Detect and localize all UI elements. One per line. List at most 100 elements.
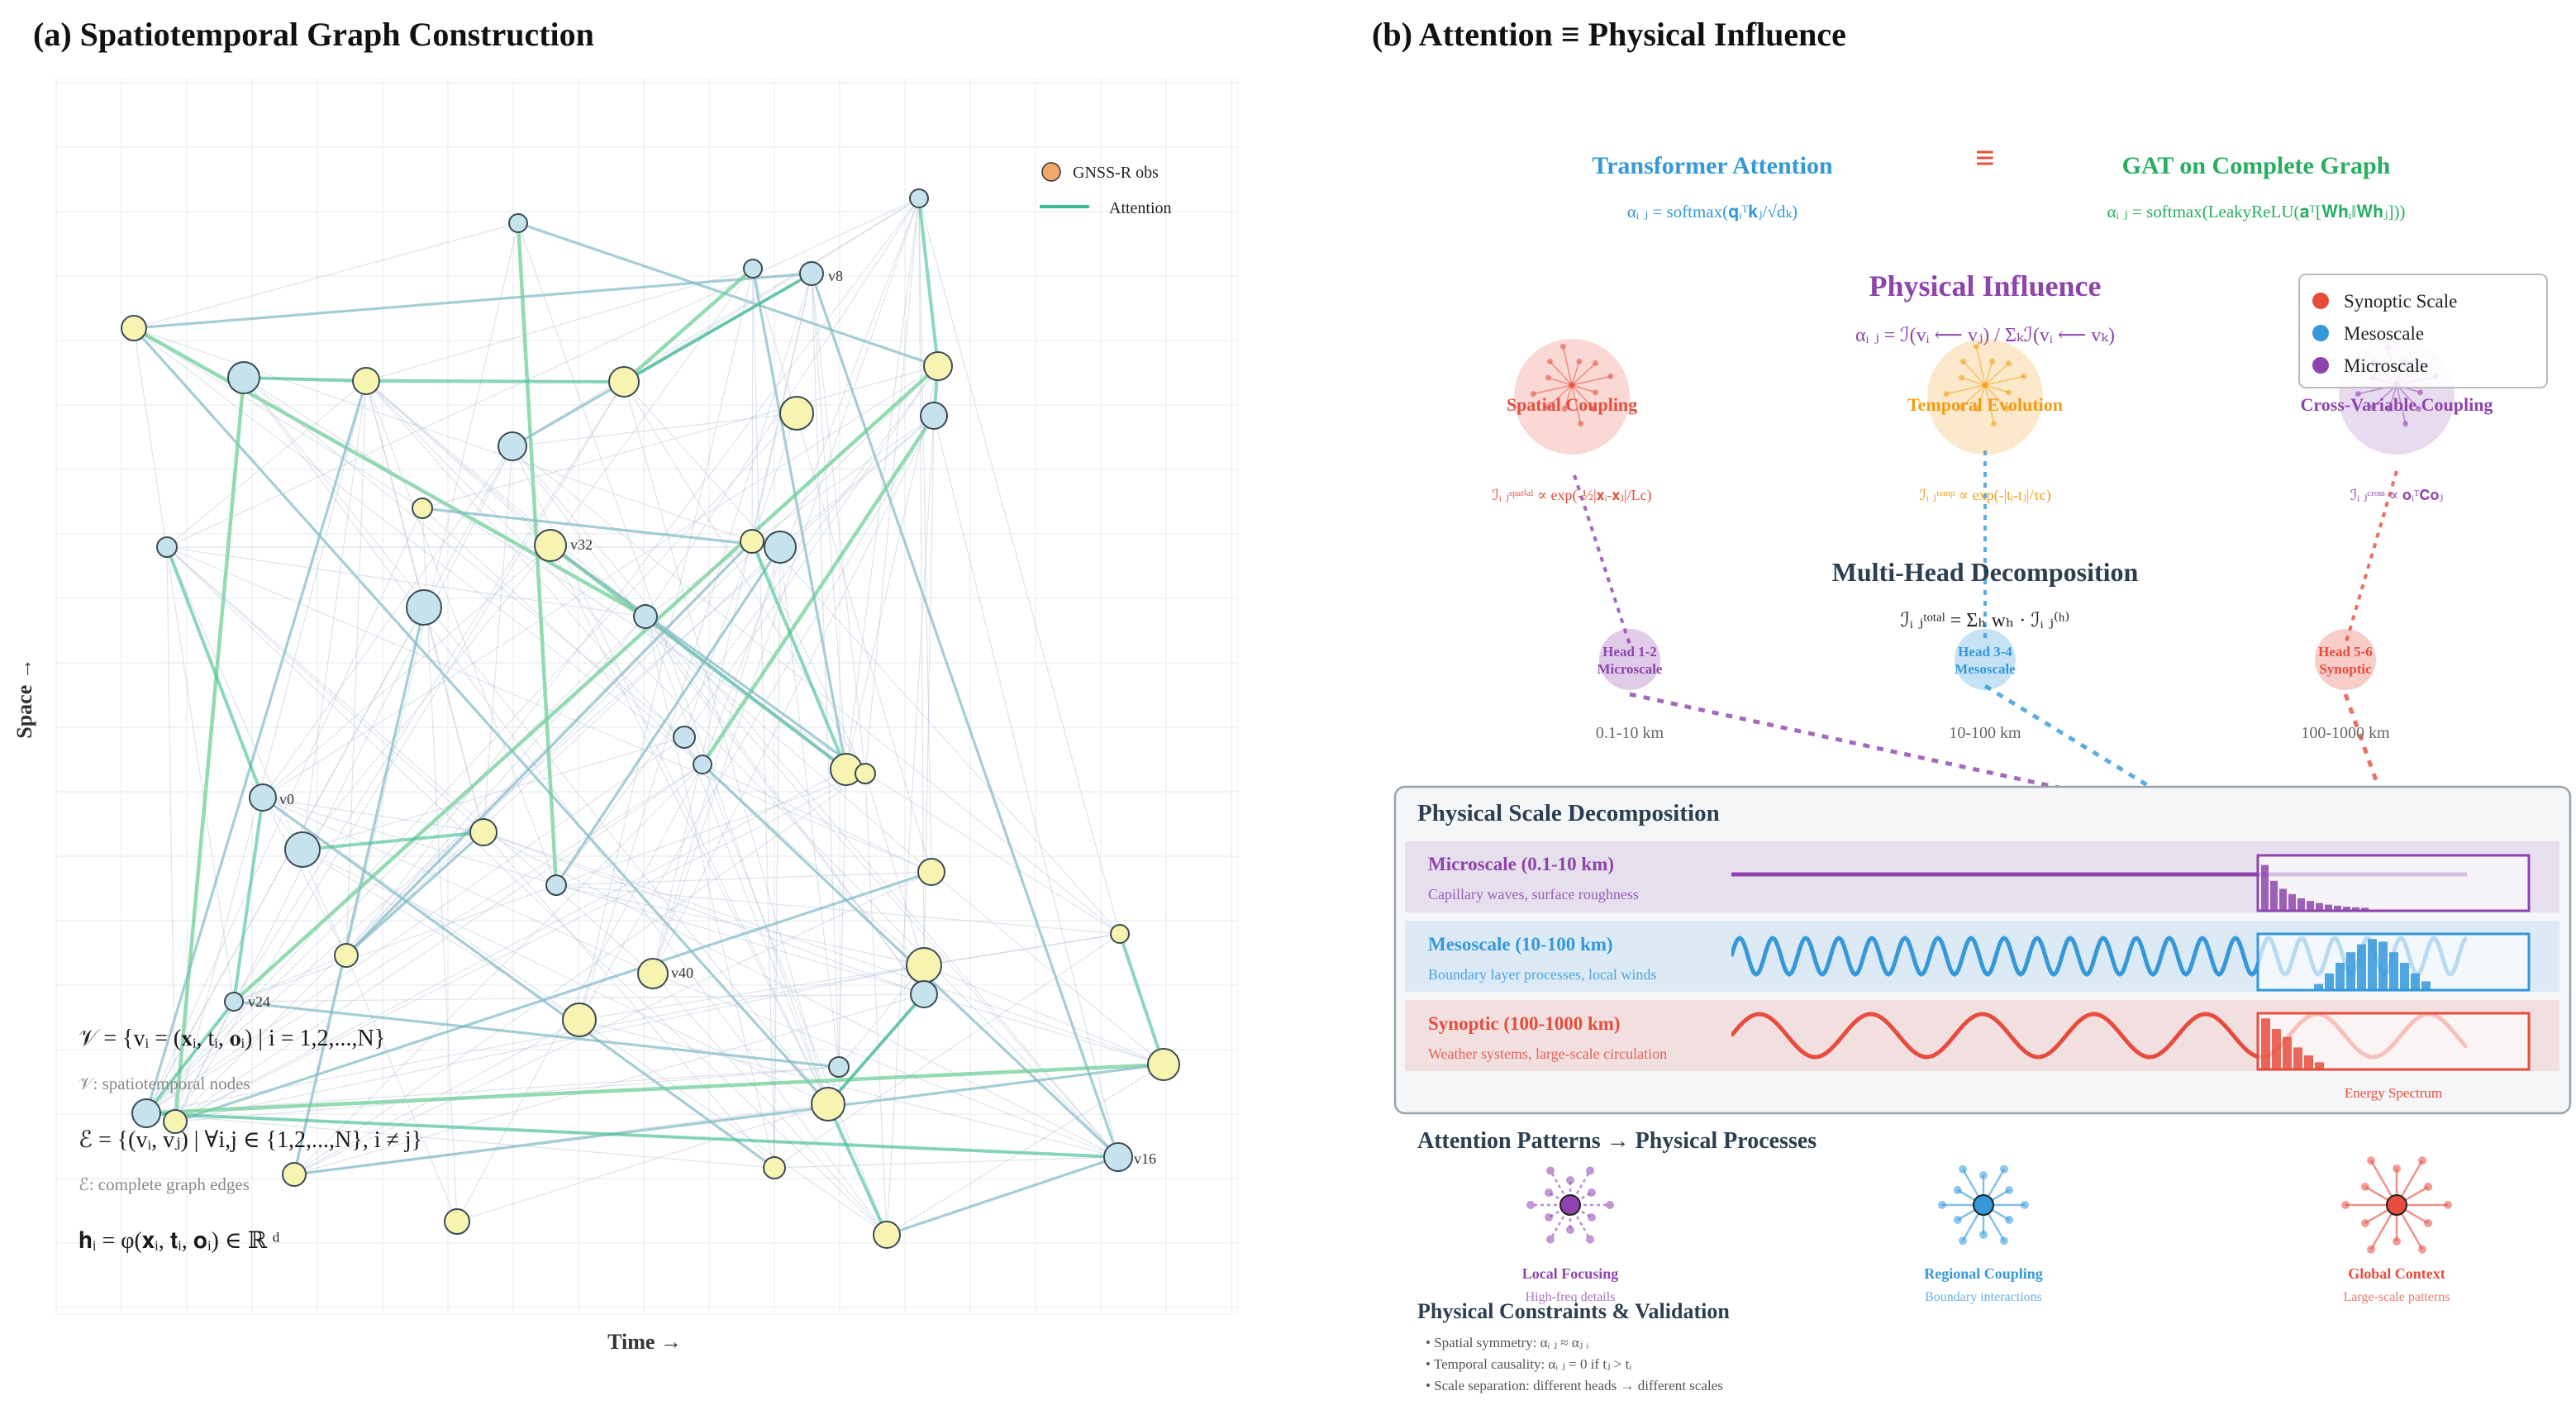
attention-edge [645,615,847,771]
attention-edge [302,849,829,1105]
eq-nodes-caption: 𝒱: spatiotemporal nodes [79,1074,250,1093]
attention-edge-strong [145,1112,1119,1159]
pattern-dot [1526,1201,1535,1209]
attention-edge [233,955,347,1003]
attention-edge [262,797,1164,1065]
star-dot [1545,404,1551,411]
head-meso-line1: Head 3-4 [1958,644,2012,660]
transformer-equation: αᵢ ⱼ = softmax(𝐪ᵢᵀ𝐤ⱼ/√dₖ) [1627,202,1797,221]
transformer-title: Transformer Attention [1592,152,1833,179]
star-ray [1562,346,1573,386]
star-ray [2396,384,2420,410]
attention-edge [864,773,888,1236]
attention-edge-strong [243,376,367,383]
attention-edge [751,268,754,542]
attention-edge [293,1063,1164,1176]
star-ray [1984,384,1995,424]
head-micro-line1: Head 1-2 [1602,644,1657,660]
attention-edge [133,327,235,1003]
head-meso-circle [1955,629,2016,690]
attention-edge [579,273,812,1021]
pattern-dot [1586,1166,1594,1175]
attention-edge [512,445,1119,1158]
graph-node [412,498,433,519]
attention-edge-strong [365,379,625,383]
graph-node [562,1003,597,1037]
attention-edge [243,377,1121,935]
micro-band-desc: Capillary waves, surface roughness [1428,886,1639,903]
attention-edge [145,445,513,1114]
patterns-title: Attention Patterns → Physical Processes [1417,1128,1817,1154]
pattern-dot [2005,1216,2014,1224]
star-dot [1593,389,1599,396]
pattern-dot [2444,1201,2452,1209]
head-synoptic-line1: Head 5-6 [2318,644,2373,660]
pattern-dot [2424,1219,2433,1227]
spectrum-bar [2316,903,2323,910]
graph-node [828,1056,850,1078]
attention-edge [864,773,925,966]
attention-edge [133,327,703,765]
attention-edge [166,546,654,974]
attention-edge [262,797,654,974]
attention-edge [145,380,368,1114]
attention-edge [579,268,754,1021]
head-meso-range: 10-100 km [1949,724,2021,742]
attention-edge [483,445,513,833]
pattern-dot [1938,1201,1946,1209]
pattern-dot [1606,1201,1614,1209]
graph-node [779,396,814,431]
pattern-dot [1959,1164,1967,1174]
attention-edge [166,546,484,833]
attention-edge [145,507,423,1114]
attention-edge [483,831,1119,1158]
attention-edge [145,415,935,1114]
star-ray [1984,384,2008,410]
legend-meso-marker [2312,325,2329,341]
graph-node [909,188,929,208]
attention-edge [345,955,458,1222]
pattern-center [1973,1194,1994,1216]
attention-edge [421,507,458,1222]
coupling-spatial: Spatial Coupling ℐᵢ ⱼˢᵖᵃᵗⁱᵃˡ ∝ exp(-½|𝐱ᵢ… [1492,339,1652,504]
attention-edge [421,507,703,765]
attention-edge [421,507,781,549]
attention-edge [166,546,888,1236]
graph-node [352,367,380,395]
graph-node [855,763,876,784]
meso-band-title: Mesoscale (10-100 km) [1428,934,1613,955]
star-ray [1549,360,1573,386]
spectrum-bar [2261,864,2269,910]
star-dot [2021,373,2027,379]
star-dot [2386,406,2393,412]
attention-edge [166,380,367,548]
eq-edges: ℰ = {(vᵢ, vⱼ) | ∀i,j ∈ {1,2,...,N}, i ≠ … [79,1127,422,1153]
spectrum-bar [2279,888,2287,910]
coupling-temporal: Temporal Evolution ℐᵢ ⱼᵗᵉᵐᵖ ∝ exp(-|tᵢ-t… [1907,339,2063,504]
connector-cross-to-synoptic [2344,470,2398,645]
pattern-dot [2367,1245,2375,1254]
attention-edge [550,544,866,775]
pattern-dot [2021,1201,2029,1209]
pattern-dot [1586,1235,1594,1244]
star-ray [1975,346,1986,386]
star-dot [1974,406,1981,412]
pattern-dot [1979,1171,1988,1179]
star-dot [1959,358,1966,364]
graph-nodes [121,188,1180,1249]
spectrum-bar [2368,939,2377,989]
spectrum-bar [2361,907,2369,910]
spectrum-bar [2314,983,2323,989]
pattern-dot [1545,1188,1554,1197]
head-meso-line2: Mesoscale [1955,661,2016,677]
attention-edge [132,326,647,618]
attention-edge [232,364,940,1003]
graph-node [406,589,442,626]
attention-edge [918,198,1121,935]
pattern-dot [1587,1188,1596,1197]
connector-spatial-to-micro [1573,474,1631,645]
star-ray [1961,377,1986,386]
graph-node [444,1208,470,1235]
panel-b-title: (b) Attention ≡ Physical Influence [1372,16,1846,53]
spectrum-bar [2325,973,2334,989]
